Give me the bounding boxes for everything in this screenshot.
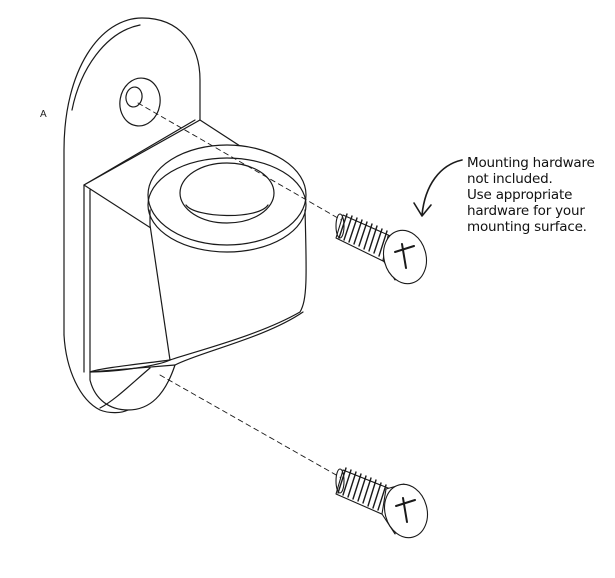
note-line: Use appropriate — [467, 187, 573, 203]
bracket-back-plate — [63, 17, 201, 411]
note-line: mounting surface. — [467, 219, 587, 235]
callout-arrow-curve — [421, 159, 463, 216]
lower-screw — [335, 467, 429, 539]
note-line: hardware for your — [467, 203, 585, 219]
callout-arrow — [413, 159, 463, 217]
callout-arrow-head — [413, 202, 432, 217]
view-label: A — [40, 109, 47, 120]
lower-alignment-line — [159, 374, 346, 481]
boss-hole — [179, 162, 275, 224]
bracket — [63, 17, 307, 414]
upper-screw — [335, 213, 428, 285]
lower-screw-cross — [395, 497, 416, 523]
mounting-note: Mounting hardware not included. Use appr… — [467, 155, 612, 235]
note-line: Mounting hardware — [467, 155, 595, 171]
bracket-plate-edge — [63, 334, 129, 414]
upper-alignment-line — [137, 102, 351, 226]
note-line: not included. — [467, 171, 553, 187]
alignment-lines — [137, 102, 351, 481]
bracket-boss — [149, 209, 307, 361]
upper-screw-cross — [394, 243, 415, 269]
